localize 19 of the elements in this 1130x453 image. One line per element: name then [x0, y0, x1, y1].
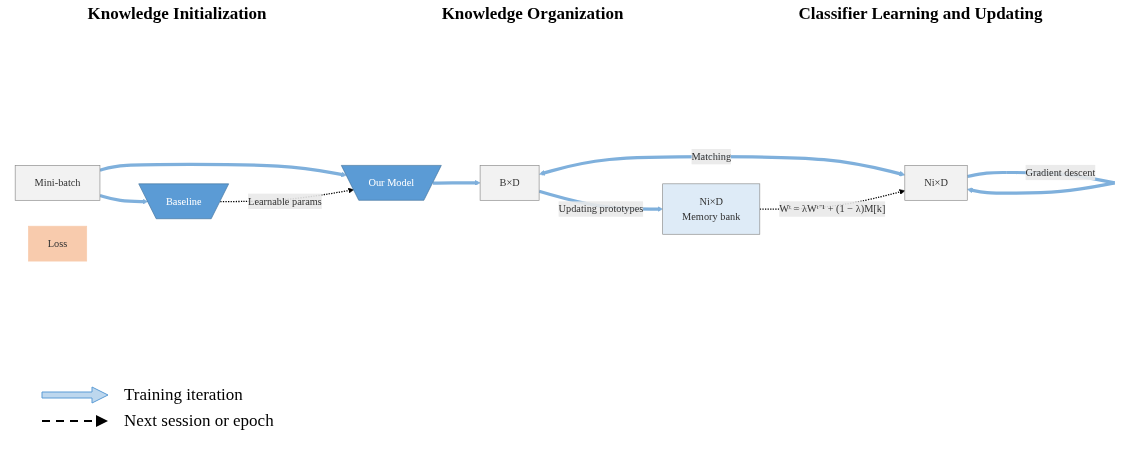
stage-heading: Knowledge Initialization — [87, 4, 267, 24]
edge-label: Gradient descent — [1025, 166, 1096, 178]
legend-text: Next session or epoch — [124, 411, 274, 431]
arrow — [99, 162, 347, 178]
stage-heading: Classifier Learning and Updating — [798, 4, 1043, 24]
legend-text: Training iteration — [124, 385, 243, 405]
node-box: B×D — [479, 165, 540, 201]
node-box: Ni×D — [904, 165, 968, 201]
arrow — [539, 155, 906, 177]
node-box: Ni×D Memory bank — [662, 183, 761, 235]
node-box: Mini-batch — [14, 165, 101, 201]
edge-label: Wᵗ = λWᵗ⁻¹ + (1 − λ)M[k] — [779, 203, 886, 215]
arrow — [99, 193, 149, 205]
stage-heading: Knowledge Organization — [441, 4, 624, 24]
arrow — [432, 180, 481, 186]
node-box: Loss — [28, 225, 88, 262]
edge-label: Updating prototypes — [558, 203, 644, 215]
edge-label: Learnable params — [248, 195, 322, 207]
edge-label: Matching — [691, 150, 732, 162]
